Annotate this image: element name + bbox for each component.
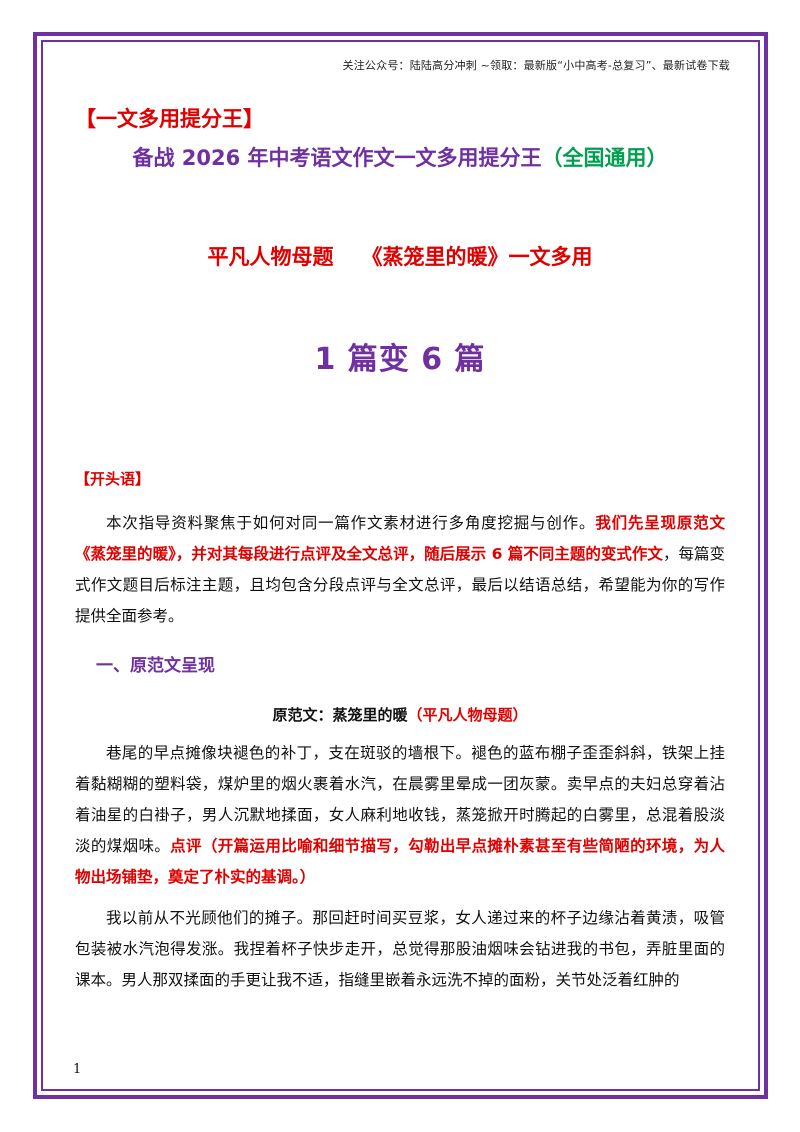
essay-paragraph-2-text: 我以前从不光顾他们的摊子。那回赶时间买豆浆，女人递过来的杯子边缘沾着黄渍，吸管包… [75,909,725,989]
essay-title: 原范文：蒸笼里的暖（平凡人物母题） [0,704,800,725]
big-title: 1 篇变 6 篇 [314,342,486,377]
intro-text-1: 本次指导资料聚焦于如何对同一篇作文素材进行多角度挖掘与创作。 [106,514,596,532]
sub-title-essay: 《蒸笼里的暖》一文多用 [361,245,593,269]
page-border-inner [41,40,760,1091]
header-note: 关注公众号：陆陆高分冲刺 ~领取：最新版“小中高考-总复习”、最新试卷下载 [342,59,730,72]
section1-heading: 一、原范文呈现 [96,656,215,676]
page-border-outer [33,32,768,1099]
essay-title-main: 原范文：蒸笼里的暖 [272,706,408,724]
essay-paragraph-1-comment: 点评（开篇运用比喻和细节描写，勾勒出早点摊朴素甚至有些简陋的环境，为人物出场铺垫… [75,837,725,886]
main-title-text: 备战 2026 年中考语文作文一文多用提分王 [132,146,542,170]
intro-text-2: ，每篇变式作文题目后标注主题，且均包含分段点评与全文总评，最后以结语总结，希望能… [75,545,725,625]
essay-paragraph-1: 巷尾的早点摊像块褪色的补丁，支在斑驳的墙根下。褪色的蓝布棚子歪歪斜斜，铁架上挂着… [75,738,725,893]
opening-label: 【开头语】 [75,470,151,488]
essay-paragraph-1-text: 巷尾的早点摊像块褪色的补丁，支在斑驳的墙根下。褪色的蓝布棚子歪歪斜斜，铁架上挂着… [75,744,725,855]
essay-paragraph-2: 我以前从不光顾他们的摊子。那回赶时间买豆浆，女人递过来的杯子边缘沾着黄渍，吸管包… [75,903,725,996]
intro-highlight: 我们先呈现原范文《蒸笼里的暖》，并对其每段进行点评及全文总评，随后展示 6 篇不… [75,514,725,563]
intro-paragraph: 本次指导资料聚焦于如何对同一篇作文素材进行多角度挖掘与创作。我们先呈现原范文《蒸… [75,508,725,632]
main-title: 备战 2026 年中考语文作文一文多用提分王（全国通用） [0,142,800,172]
tag-title: 【一文多用提分王】 [75,107,264,131]
sub-title-theme: 平凡人物母题 [207,245,334,269]
main-title-scope: （全国通用） [541,146,668,170]
page-number: 1 [73,1062,82,1077]
sub-title: 平凡人物母题 《蒸笼里的暖》一文多用 [0,241,800,271]
essay-title-tag: （平凡人物母题） [407,706,528,724]
